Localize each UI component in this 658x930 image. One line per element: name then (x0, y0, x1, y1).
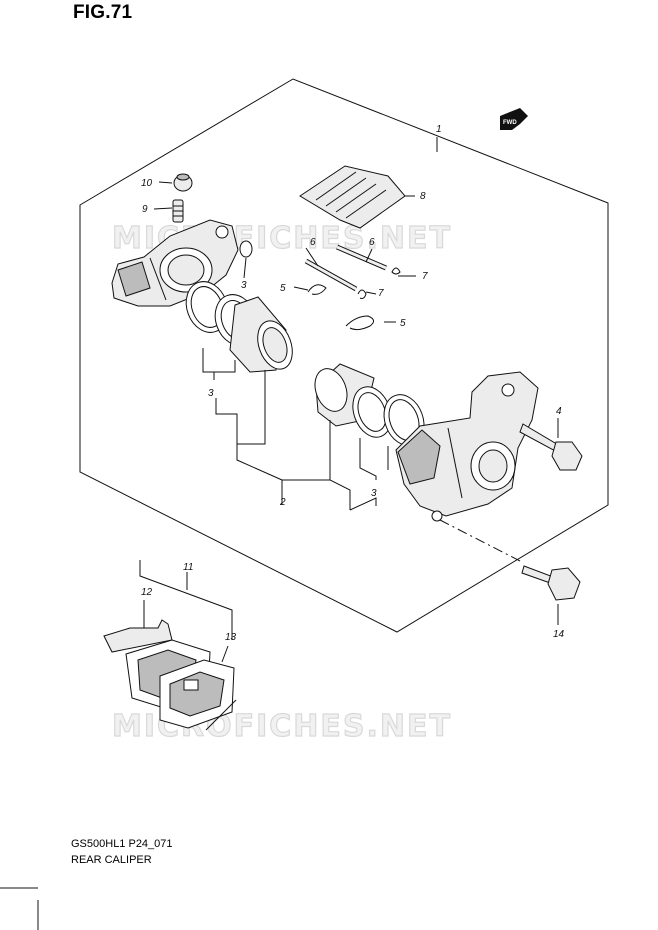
callout-3-right: 3 (371, 488, 377, 499)
callout-5-upper: 5 (280, 283, 286, 294)
callout-5-lower: 5 (400, 318, 406, 329)
fwd-badge-text: FWD (503, 120, 517, 126)
bleeder-cap-part[interactable] (173, 173, 193, 192)
callout-6-right: 6 (369, 237, 375, 248)
fwd-direction-badge: FWD (500, 108, 528, 130)
brake-pad-b-part[interactable] (159, 659, 235, 729)
piston-left-part[interactable] (229, 296, 299, 374)
figure-name: REAR CALIPER (71, 854, 152, 866)
pad-spring-part[interactable] (299, 165, 406, 229)
callout-3-left: 3 (208, 388, 214, 399)
pad-pin-clip-b-part[interactable] (345, 315, 374, 331)
seal-washer-part[interactable] (239, 240, 253, 258)
bolt-axis-line (439, 519, 523, 563)
pad-pin-clip-a-part[interactable] (307, 284, 327, 295)
piston-seal-right-part[interactable] (377, 389, 430, 451)
caliper-bolt-part[interactable] (519, 423, 583, 471)
callout-1: 1 (436, 124, 442, 135)
callout-6-left: 6 (310, 237, 316, 248)
caliper-mount-bolt-part[interactable] (521, 565, 581, 601)
r-clip-a-part[interactable] (391, 267, 401, 275)
callout-7-left: 7 (378, 288, 384, 299)
callout-12: 12 (141, 587, 153, 598)
pad-pin-b-part[interactable] (336, 244, 387, 271)
callout-13: 13 (225, 632, 237, 643)
pad-shim-part[interactable] (103, 619, 173, 653)
model-code: GS500HL1 P24_071 (71, 838, 173, 850)
r-clip-b-part[interactable] (357, 289, 367, 299)
bleeder-valve-part[interactable] (172, 199, 184, 223)
caliper-half-right-part[interactable] (395, 371, 539, 522)
pad-set-bracket (139, 560, 233, 640)
callout-10: 10 (141, 178, 153, 189)
callout-9: 9 (142, 204, 148, 215)
callout-2: 2 (279, 497, 286, 508)
callout-7-right: 7 (422, 271, 428, 282)
callout-8: 8 (420, 191, 426, 202)
watermark-bottom: MICROFICHES.NET (112, 709, 452, 744)
pad-pin-a-part[interactable] (304, 258, 358, 292)
callout-11: 11 (183, 562, 193, 573)
dust-seal-right-part[interactable] (346, 381, 398, 442)
pad-retainer-spring-part[interactable] (205, 699, 237, 731)
assembly-boundary (79, 78, 609, 633)
leader-lines (143, 137, 559, 663)
figure-title: FIG.71 (73, 2, 133, 23)
callout-14: 14 (553, 629, 565, 640)
callout-3-washer: 3 (241, 280, 247, 291)
callout-4: 4 (556, 406, 562, 417)
